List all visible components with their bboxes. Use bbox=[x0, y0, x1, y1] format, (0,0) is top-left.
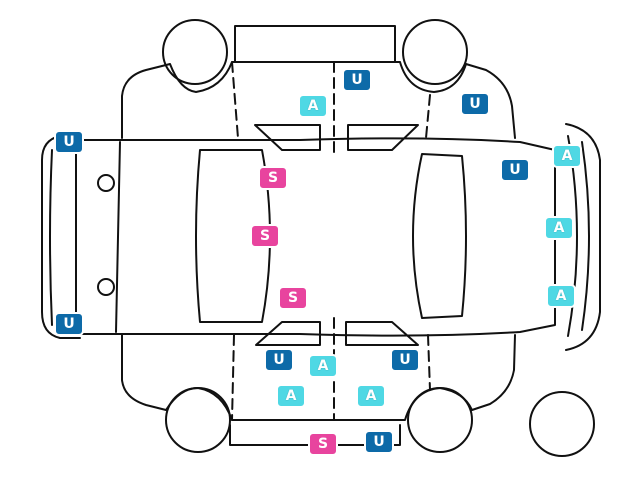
damage-marker[interactable]: A bbox=[546, 284, 576, 308]
damage-marker[interactable]: A bbox=[298, 94, 328, 118]
marker-label: U bbox=[63, 134, 75, 150]
marker-label: S bbox=[317, 436, 329, 452]
rear-bumper bbox=[565, 123, 601, 351]
marker-label: U bbox=[351, 72, 363, 88]
marker-label: A bbox=[555, 288, 567, 304]
top-window-front bbox=[254, 124, 321, 151]
damage-marker[interactable]: A bbox=[552, 144, 582, 168]
damage-marker[interactable]: U bbox=[364, 430, 394, 454]
top-door-line-front bbox=[231, 61, 239, 139]
marker-label: A bbox=[317, 358, 329, 374]
marker-label: U bbox=[399, 352, 411, 368]
marker-label: S bbox=[267, 170, 279, 186]
plan-body-outline bbox=[75, 137, 556, 337]
top-right-wheel bbox=[402, 19, 468, 85]
marker-label: A bbox=[553, 220, 565, 236]
marker-label: S bbox=[287, 290, 299, 306]
top-plan-view bbox=[41, 123, 601, 351]
top-window-rear bbox=[347, 124, 419, 151]
bottom-window-rear bbox=[345, 321, 419, 346]
damage-marker[interactable]: U bbox=[460, 92, 490, 116]
damage-marker[interactable]: S bbox=[258, 166, 288, 190]
damage-marker[interactable]: A bbox=[356, 384, 386, 408]
damage-marker[interactable]: U bbox=[54, 312, 84, 336]
damage-marker[interactable]: S bbox=[278, 286, 308, 310]
rear-bumper-inner-2 bbox=[581, 141, 590, 331]
top-left-wheel bbox=[162, 19, 228, 85]
bottom-door-line-rear bbox=[427, 334, 431, 391]
damage-marker[interactable]: A bbox=[544, 216, 574, 240]
headlight-left bbox=[97, 174, 115, 192]
marker-label: A bbox=[285, 388, 297, 404]
bottom-body-outline bbox=[121, 334, 516, 421]
top-body-outline bbox=[121, 61, 516, 139]
rear-window bbox=[412, 153, 467, 319]
marker-label: U bbox=[273, 352, 285, 368]
marker-label: A bbox=[307, 98, 319, 114]
marker-label: A bbox=[365, 388, 377, 404]
top-door-line-rear bbox=[425, 94, 431, 139]
marker-label: U bbox=[63, 316, 75, 332]
bottom-door-line-front bbox=[231, 334, 235, 421]
damage-marker[interactable]: S bbox=[250, 224, 280, 248]
marker-label: U bbox=[373, 434, 385, 450]
top-roof-panel bbox=[234, 25, 396, 63]
spare-wheel bbox=[529, 391, 595, 457]
marker-label: S bbox=[259, 228, 271, 244]
damage-marker[interactable]: A bbox=[276, 384, 306, 408]
top-side-view bbox=[121, 19, 516, 156]
damage-marker[interactable]: S bbox=[308, 432, 338, 456]
front-bumper-inner bbox=[49, 149, 53, 326]
windshield bbox=[195, 149, 271, 323]
front-bumper bbox=[41, 135, 81, 339]
damage-marker[interactable]: A bbox=[308, 354, 338, 378]
damage-marker[interactable]: U bbox=[264, 348, 294, 372]
headlight-right bbox=[97, 278, 115, 296]
marker-label: U bbox=[509, 162, 521, 178]
damage-marker[interactable]: U bbox=[54, 130, 84, 154]
bottom-window-front bbox=[255, 321, 321, 346]
marker-label: U bbox=[469, 96, 481, 112]
damage-marker[interactable]: U bbox=[500, 158, 530, 182]
hood-line bbox=[115, 141, 121, 333]
damage-marker[interactable]: U bbox=[390, 348, 420, 372]
damage-marker[interactable]: U bbox=[342, 68, 372, 92]
marker-label: A bbox=[561, 148, 573, 164]
